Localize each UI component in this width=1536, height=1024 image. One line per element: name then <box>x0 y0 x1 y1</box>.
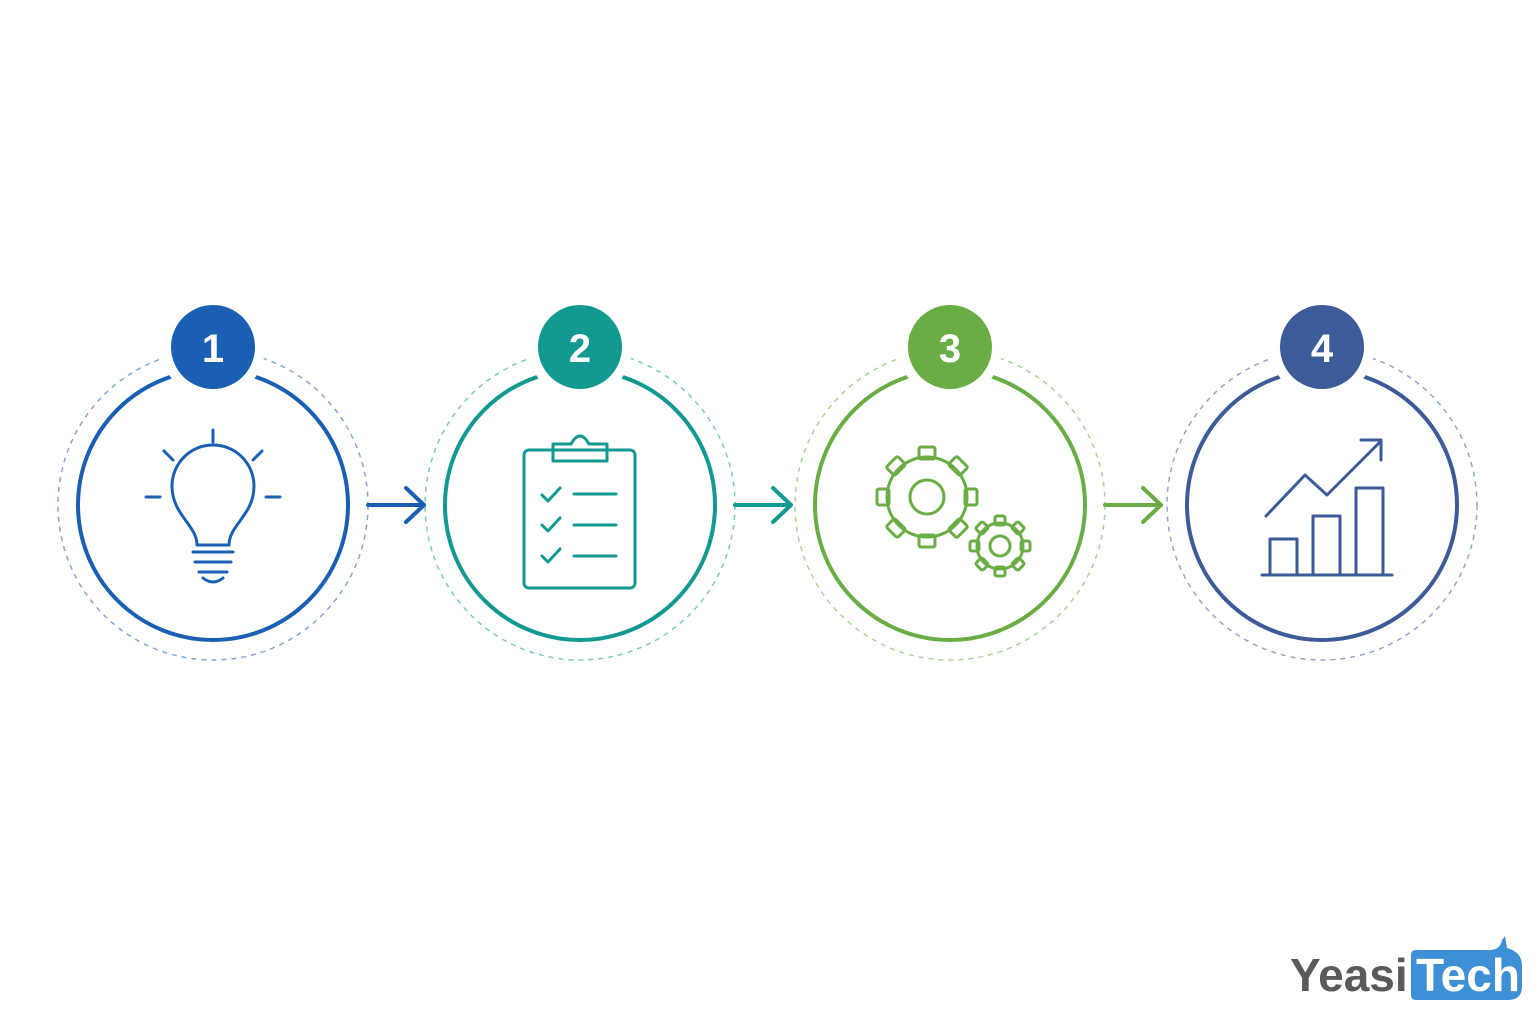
step-1-number: 1 <box>202 327 224 371</box>
step-3-number: 3 <box>939 327 961 371</box>
logo-text: Yeasi <box>1290 949 1408 1001</box>
arrow-right-icon <box>733 486 793 524</box>
step-3-ring <box>813 368 1087 642</box>
step-4-badge <box>1280 305 1364 389</box>
step-1: 1 <box>57 295 369 661</box>
step-4: 4 <box>1166 295 1478 661</box>
lightbulb-icon <box>144 428 282 584</box>
step-4-ring <box>1185 368 1459 642</box>
step-2-badge <box>538 305 622 389</box>
logo-badge-text: Tech <box>1416 949 1520 1001</box>
logo-badge <box>1411 936 1522 1000</box>
clipboard-checklist-icon <box>522 434 637 590</box>
step-1-badge <box>171 305 255 389</box>
step-3-badge <box>908 305 992 389</box>
step-2-number: 2 <box>569 327 591 371</box>
step-3: 3 <box>794 295 1106 661</box>
growth-bar-chart-icon <box>1260 438 1394 577</box>
arrow-right-icon <box>1103 486 1163 524</box>
step-4-number: 4 <box>1311 327 1334 371</box>
step-1-ring <box>76 368 350 642</box>
gears-icon <box>875 445 1032 578</box>
step-2: 2 <box>424 295 736 661</box>
arrow-right-icon <box>366 486 426 524</box>
yeasitech-logo: Yeasi Tech <box>1290 936 1522 1001</box>
step-2-ring <box>443 368 717 642</box>
